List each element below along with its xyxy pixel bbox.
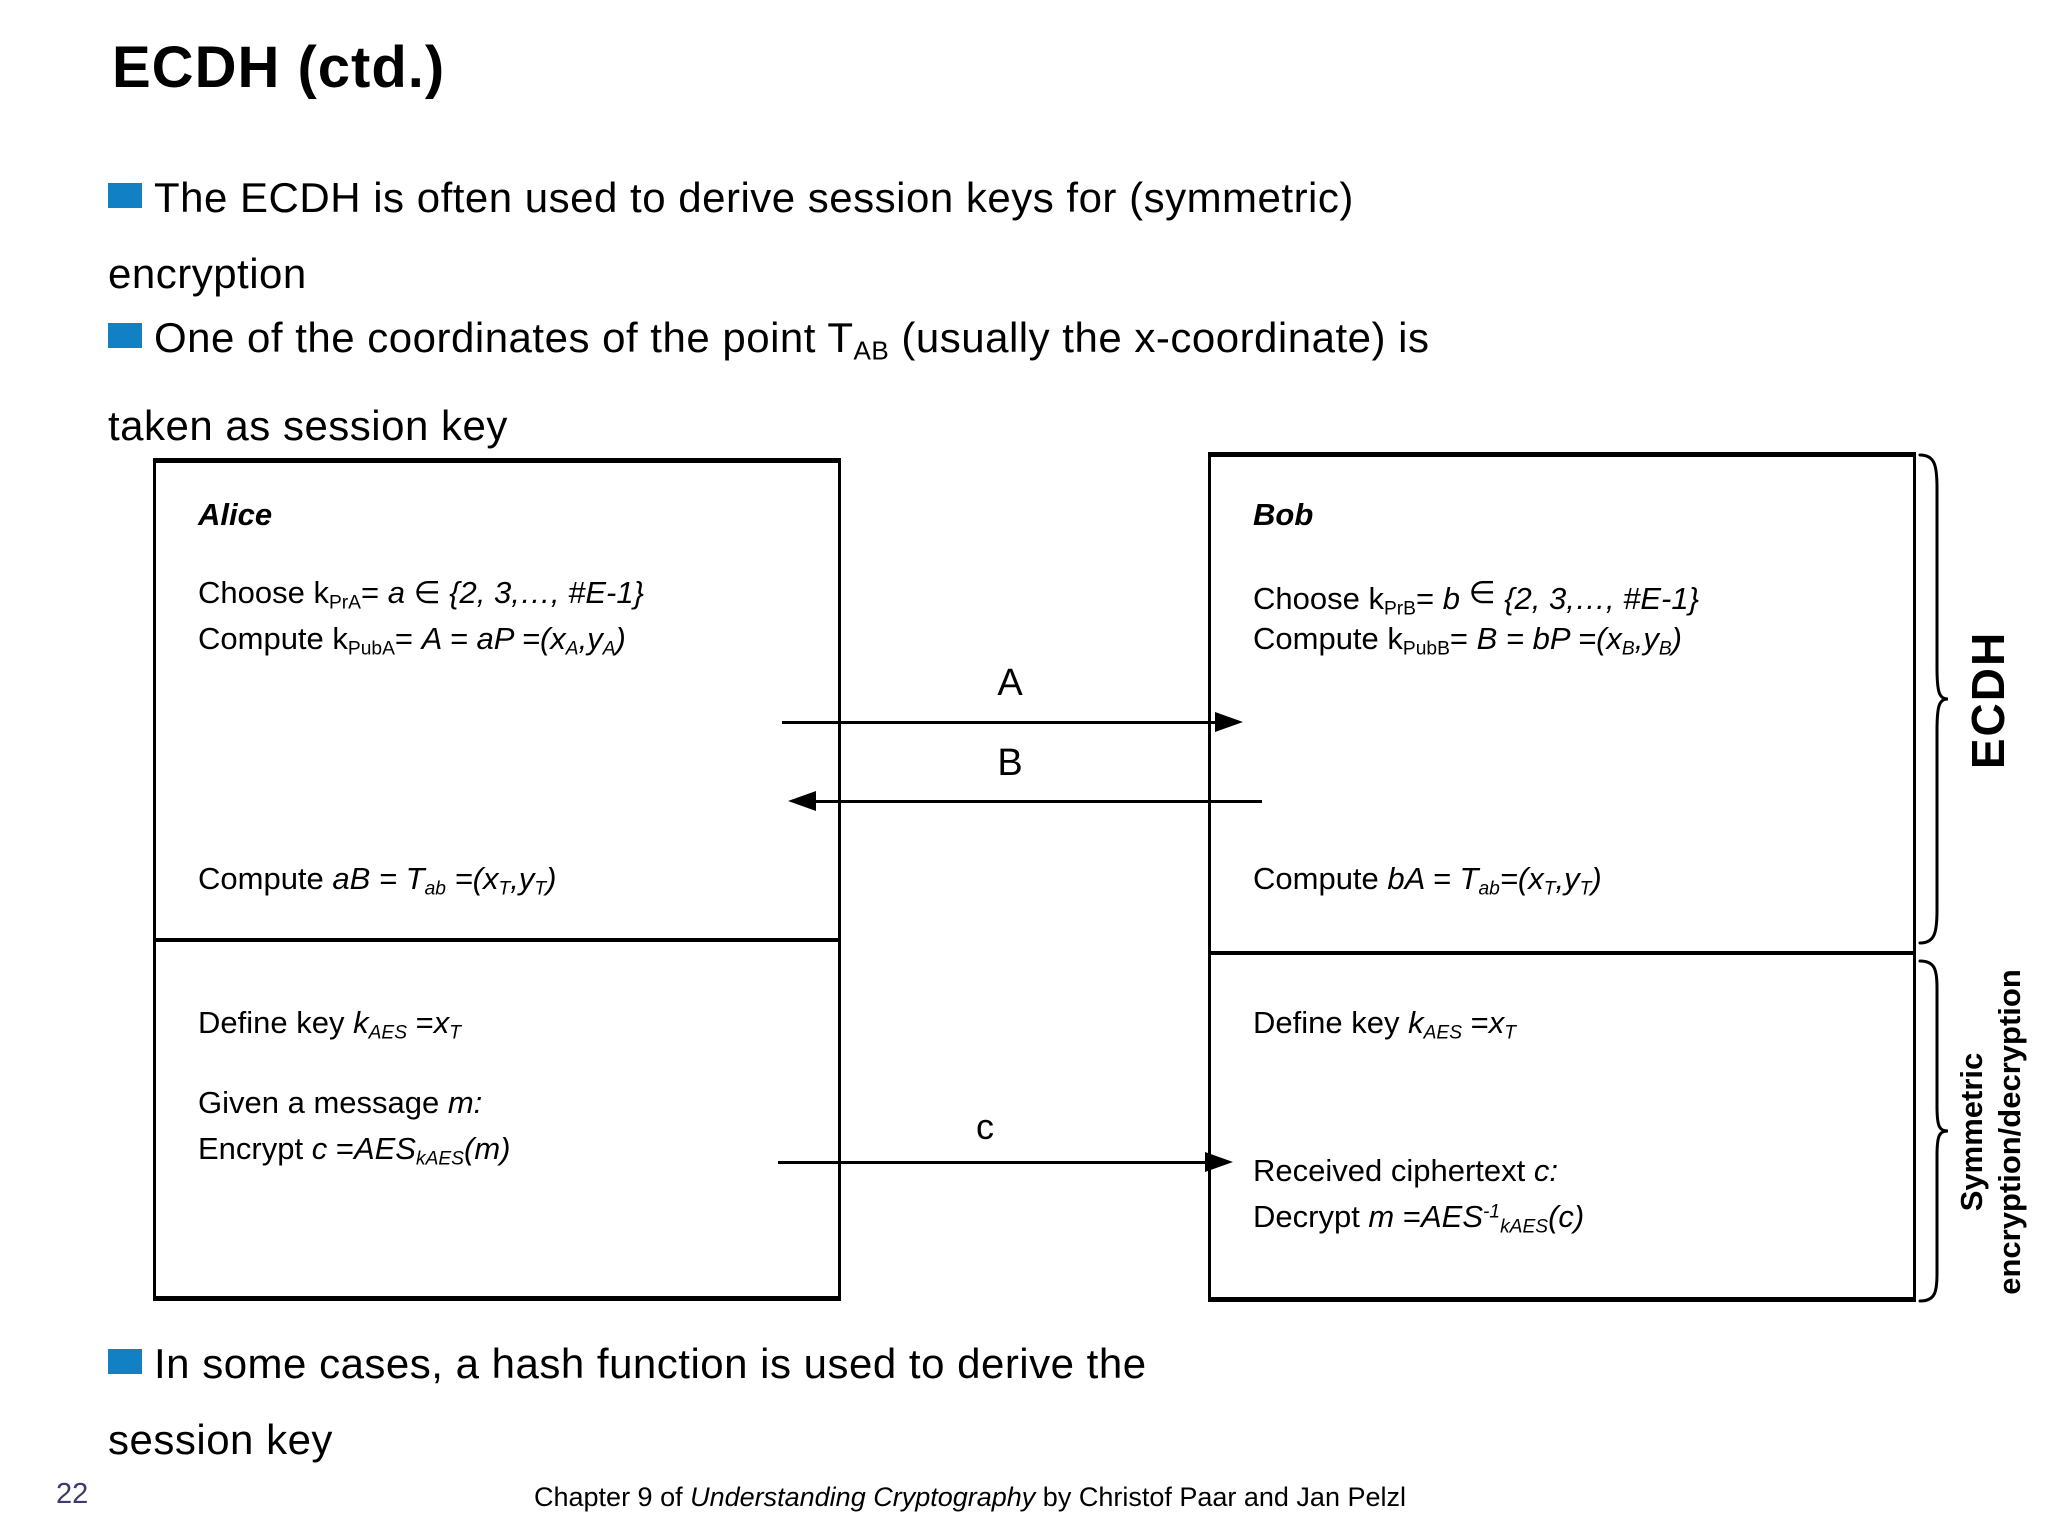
bob-name: Bob	[1253, 497, 1314, 532]
bob-compute-public-line: Compute kPubB= B = bP =(xB,yB)	[1253, 621, 1682, 660]
bullet-text-2: One of the coordinates of the point TAB …	[108, 314, 1430, 450]
alice-given-message-line: Given a message m:	[198, 1085, 483, 1120]
alice-define-key-line: Define key kAES =xT	[198, 1005, 461, 1044]
arrow-label-b: B	[997, 742, 1023, 784]
alice-box: Alice Choose kPrA= a ∈ {2, 3,…, #E-1} Co…	[153, 458, 841, 1301]
footer-citation: Chapter 9 of Understanding Cryptography …	[534, 1482, 1406, 1512]
bob-define-key-line: Define key kAES =xT	[1253, 1005, 1516, 1044]
alice-name: Alice	[198, 497, 273, 532]
bob-box-divider	[1208, 951, 1916, 955]
arrow-label-c: c	[976, 1106, 994, 1147]
alice-compute-shared-line: Compute aB = Tab =(xT,yT)	[198, 861, 557, 900]
arrow-left-icon	[788, 791, 816, 811]
alice-compute-public-line: Compute kPubA= A = aP =(xA,yA)	[198, 621, 626, 660]
page-title: ECDH (ctd.)	[112, 35, 446, 100]
alice-box-divider	[153, 938, 841, 942]
message-arrow-c	[778, 1152, 1233, 1172]
square-bullet-icon	[108, 183, 142, 208]
ecdh-brace-icon	[1918, 453, 1949, 945]
alice-choose-line: Choose kPrA= a ∈ {2, 3,…, #E-1}	[198, 575, 644, 614]
bullet-item-3: In some cases, a hash function is used t…	[108, 1326, 1928, 1478]
arrow-right-icon	[1205, 1152, 1233, 1172]
bob-received-line: Received ciphertext c:	[1253, 1153, 1558, 1188]
ecdh-side-label: ECDH	[1962, 630, 2014, 770]
bob-choose-line: Choose kPrB= b ∈ {2, 3,…, #E-1}	[1253, 575, 1699, 620]
bullet-text-1: The ECDH is often used to derive session…	[108, 174, 1354, 297]
square-bullet-icon	[108, 1349, 142, 1374]
symmetric-brace-icon	[1918, 959, 1949, 1303]
bob-box: Bob Choose kPrB= b ∈ {2, 3,…, #E-1} Comp…	[1208, 452, 1916, 1302]
square-bullet-icon	[108, 323, 142, 348]
bob-decrypt-line: Decrypt m =AES-1kAES(c)	[1253, 1199, 1585, 1238]
alice-encrypt-line: Encrypt c =AESkAES(m)	[198, 1131, 511, 1170]
bob-compute-shared-line: Compute bA = Tab=(xT,yT)	[1253, 861, 1602, 900]
arrow-label-a: A	[997, 662, 1023, 704]
bullet-item-2: One of the coordinates of the point TAB …	[108, 300, 1968, 464]
arrow-right-icon	[1215, 712, 1243, 732]
bullet-item-1: The ECDH is often used to derive session…	[108, 160, 1928, 312]
message-arrow-b	[788, 791, 1262, 811]
bullet-text-3: In some cases, a hash function is used t…	[108, 1340, 1147, 1463]
page-number: 22	[56, 1478, 89, 1510]
message-arrow-a	[782, 712, 1243, 732]
